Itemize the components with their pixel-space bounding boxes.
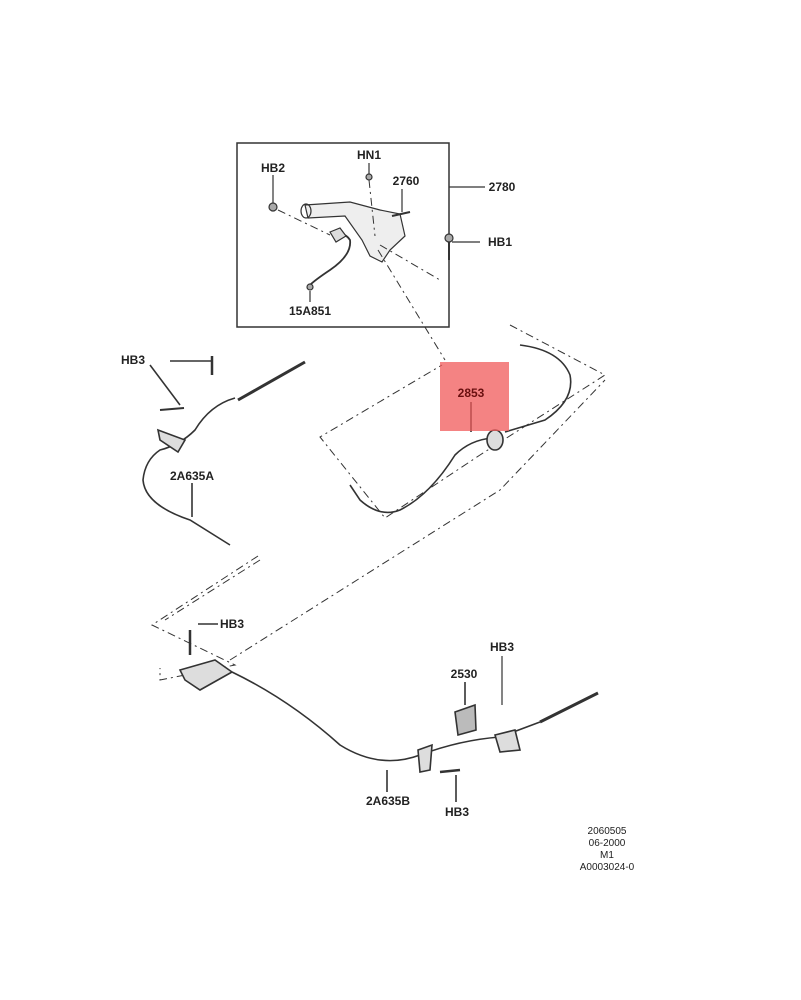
label-2a635a: 2A635A <box>169 469 215 483</box>
label-hb3-mid: HB3 <box>219 617 245 631</box>
label-15a851: 15A851 <box>288 304 332 318</box>
label-2780: 2780 <box>488 180 516 194</box>
reference-code-3: M1 <box>600 850 614 861</box>
label-hb3-bottom: HB3 <box>444 805 470 819</box>
label-2a635b: 2A635B <box>365 794 411 808</box>
label-hb3-right: HB3 <box>489 640 515 654</box>
left-rear-cable-2A635A <box>142 356 306 546</box>
reference-code-1: 2060505 <box>587 826 627 837</box>
right-rear-cable-2A635B <box>178 623 599 802</box>
highlighted-part-2853[interactable] <box>440 362 509 431</box>
parking-brake-lever <box>268 173 411 263</box>
front-cable-2853 <box>349 344 572 514</box>
label-2530: 2530 <box>450 667 478 681</box>
label-hb1: HB1 <box>487 235 513 249</box>
label-hb2: HB2 <box>260 161 286 175</box>
reference-code-2: 06-2000 <box>588 838 626 849</box>
label-2853: 2853 <box>457 386 485 400</box>
label-hn1: HN1 <box>356 148 382 162</box>
label-2760: 2760 <box>392 174 420 188</box>
label-hb3-top: HB3 <box>120 353 146 367</box>
reference-code-4: A0003024-0 <box>579 862 635 873</box>
